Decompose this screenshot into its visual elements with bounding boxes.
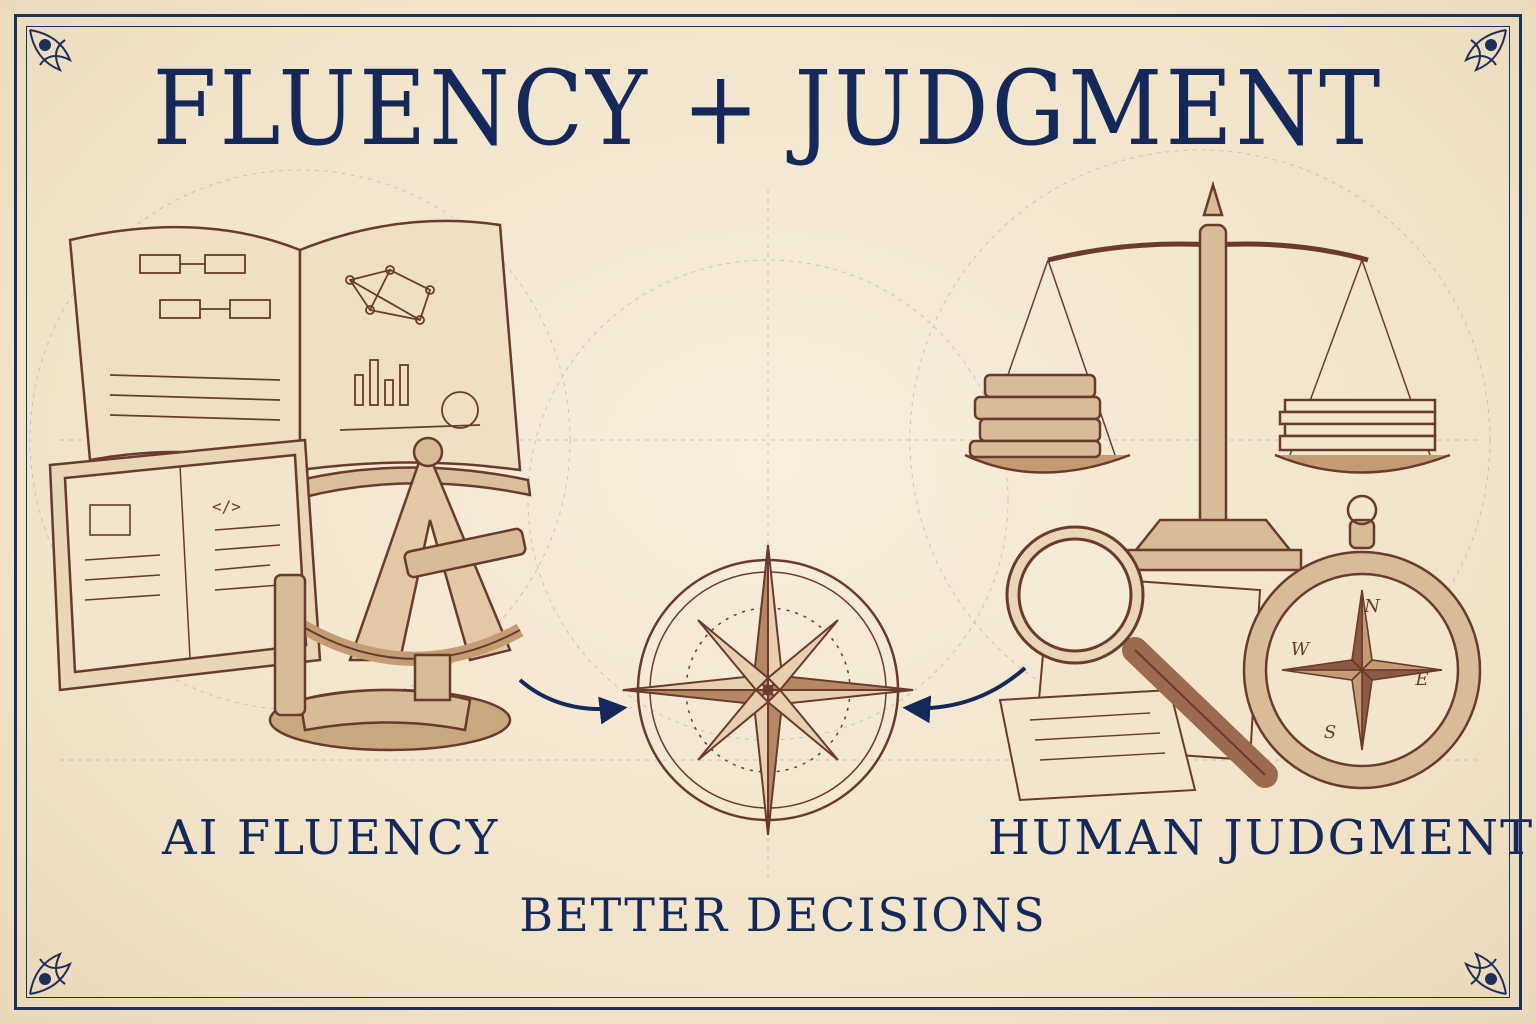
corner-ornament-top-right-icon (1464, 29, 1507, 72)
sextant-icon (268, 436, 527, 752)
compass-south-label: S (1324, 722, 1336, 743)
magnifying-glass-icon (1005, 525, 1278, 788)
code-tag-text: </> (212, 497, 241, 516)
corner-ornament-bottom-left-icon (29, 952, 72, 995)
left-arrow (518, 678, 628, 725)
open-book-icon (60, 219, 532, 500)
inner-border (26, 26, 1510, 998)
compass-east-label: E (1414, 669, 1428, 690)
outer-border (14, 14, 1522, 1010)
corner-ornament-top-left-icon (29, 29, 72, 72)
balance-scale-icon (964, 180, 1451, 572)
human-judgment-label: HUMAN JUDGMENT (988, 810, 1535, 866)
compass-rose-icon (622, 544, 914, 836)
compass-west-label: W (1291, 639, 1311, 660)
corner-ornament-bottom-right-icon (1464, 952, 1507, 995)
tablet-icon: </> (48, 438, 322, 692)
paper-stack-icon (1278, 398, 1437, 452)
ai-fluency-label: AI FLUENCY (162, 810, 500, 866)
compass-north-label: N (1363, 596, 1381, 617)
right-arrow (902, 666, 1027, 724)
page-title: FLUENCY + JUDGMENT (152, 48, 1384, 169)
pocket-compass-icon: N S E W (1242, 494, 1482, 790)
better-decisions-label: BETTER DECISIONS (519, 888, 1047, 942)
stacked-books-icon (968, 373, 1102, 459)
